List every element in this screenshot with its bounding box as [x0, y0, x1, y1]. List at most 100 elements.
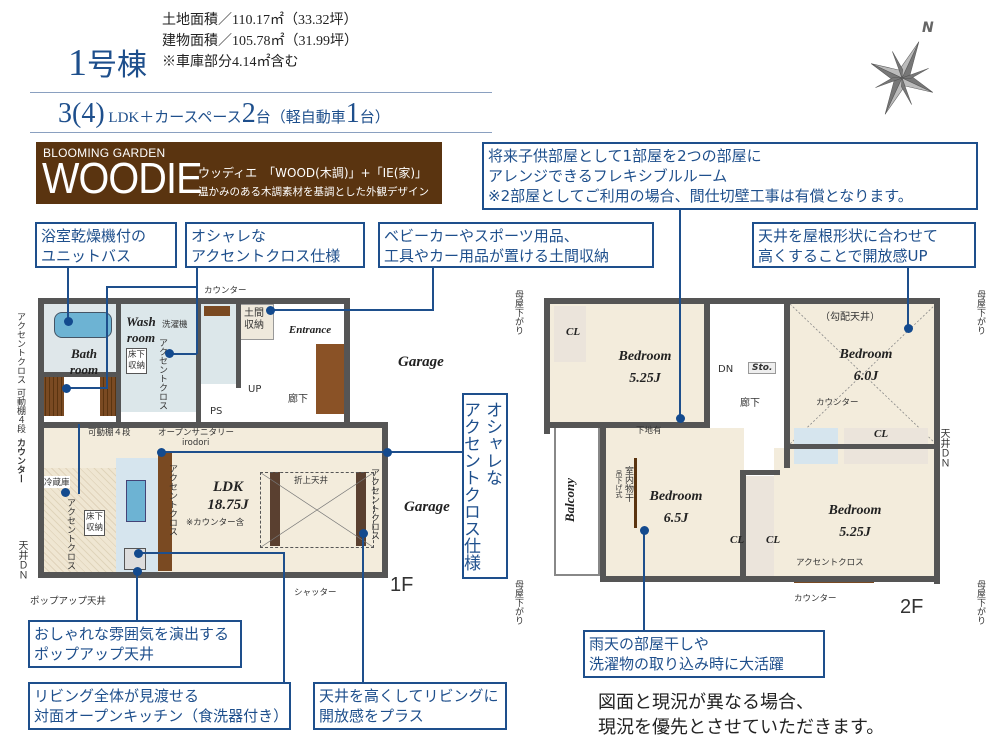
underfloor-storage-1: 床下収納 [126, 348, 148, 374]
marker-dot [134, 549, 143, 558]
label-text: 収納 [86, 523, 104, 533]
wall [38, 422, 388, 428]
wall [38, 572, 388, 578]
callout-text: ※2部屋としてご利用の場合、間仕切壁工事は有償となります。 [488, 187, 913, 205]
marker-dot [133, 567, 142, 576]
leader-line [161, 451, 462, 453]
callout-text: 高くすることで開放感UP [758, 247, 928, 265]
accent-cross-label: アクセントクロス [157, 338, 167, 410]
divider [30, 132, 492, 133]
wall [600, 422, 606, 582]
area-info: 土地面積／110.17㎡（33.32坪） 建物面積／105.78㎡（31.99坪… [162, 10, 358, 73]
wall [382, 422, 388, 578]
wall [38, 372, 118, 377]
label-text: 床下 [128, 350, 146, 360]
label-text: Bedroom [839, 347, 893, 362]
beam [356, 472, 366, 546]
callout-text: 対面オープンキッチン（食洗器付き） [34, 707, 289, 725]
hall-label: 廊下 [740, 398, 760, 409]
counter-icon [204, 306, 230, 316]
callout-text: 浴室乾燥機付の [41, 227, 147, 245]
drying-rod [634, 458, 637, 528]
kitchen-bar-counter [158, 453, 172, 571]
car-note: 台（軽自動車 [255, 110, 346, 126]
callout-text: ベビーカーやスポーツ用品、 [384, 227, 579, 245]
dn-label: DN [718, 364, 734, 375]
callout-accent-cross: オシャレなアクセントクロス仕様 [185, 222, 365, 268]
raised-ceiling [260, 472, 374, 548]
wall [784, 444, 940, 449]
callout-storage: ベビーカーやスポーツ用品、工具やカー用品が置ける土間収納 [378, 222, 654, 268]
roof-down-label: 母屋下がり [513, 290, 523, 335]
sink-icon [126, 480, 146, 522]
counter-label: カウンター [794, 594, 837, 604]
compass-icon: N [860, 20, 950, 120]
label-text: 5.25J [839, 525, 871, 540]
wall [784, 298, 790, 468]
label-text: room [69, 362, 99, 377]
closet-label: CL [766, 534, 781, 546]
storage-door [316, 344, 348, 414]
label-text: 収納 [244, 320, 264, 331]
callout-open-kitchen: リビング全体が見渡せる対面オープンキッチン（食洗器付き） [28, 682, 291, 730]
hall-label: 廊下 [288, 394, 308, 405]
wall [116, 298, 121, 428]
wall [544, 298, 550, 434]
notice-line: 現況を優先とさせていただきます。 [598, 717, 885, 738]
wall [544, 298, 940, 304]
roof-down-label: 母屋下がり [975, 290, 985, 335]
marker-dot [383, 448, 392, 457]
counter-label: カウンター [15, 438, 25, 483]
marker-dot [62, 384, 71, 393]
kcar-count: 1 [345, 98, 360, 129]
callout-text: アレンジできるフレキシブルルーム [488, 167, 728, 185]
leader-line [270, 309, 434, 311]
building-area: 建物面積／105.78㎡（31.99坪） [162, 34, 358, 49]
leader-line [67, 268, 69, 320]
label-text: Bedroom [828, 503, 882, 518]
callout-text: ポップアップ天井 [34, 645, 155, 663]
balcony [554, 426, 600, 576]
callout-text: ユニットバス [41, 247, 132, 265]
irodori-label: irodori [182, 438, 210, 448]
callout-high-ceiling: 天井を高くしてリビングに開放感をプラス [313, 682, 507, 730]
banner-subtitle: BLOOMING GARDEN [43, 146, 166, 160]
building-number: 1号棟 [68, 40, 147, 85]
counter-label: カウンター [204, 286, 247, 296]
callout-text: 天井を高くしてリビングに [319, 687, 499, 705]
callout-text: おしゃれな雰囲気を演出する [34, 625, 230, 643]
shelf-icon [100, 376, 116, 416]
marker-dot [165, 349, 174, 358]
roof-down-label: 母屋下がり [975, 580, 985, 625]
leader-line [66, 387, 108, 389]
marker-dot [266, 306, 275, 315]
leader-line [907, 268, 909, 328]
banner-desc2: 温かみのある木調素材を基調とした外観デザイン [198, 186, 429, 198]
label-text: 18.75J [207, 497, 249, 513]
callout-text: 雨天の部屋干しや [589, 635, 709, 653]
leader-line [106, 286, 108, 388]
wall [38, 298, 44, 578]
shutter-label: シャッター [294, 588, 337, 598]
callout-text: オシャレな [191, 227, 267, 245]
ceiling-dn-label: 天井ＤＮ [938, 428, 949, 468]
counter-label: カウンター [816, 398, 859, 408]
leader-line [106, 286, 196, 288]
woodie-banner: BLOOMING GARDEN WOODIE ウッディエ 「WOOD(木調)」+… [36, 142, 442, 204]
wall [236, 298, 241, 388]
callout-popup-ceiling: おしゃれな雰囲気を演出するポップアップ天井 [28, 620, 242, 668]
leader-line [136, 571, 138, 620]
land-area: 土地面積／110.17㎡（33.32坪） [162, 13, 358, 28]
banner-title: WOODIE [42, 154, 202, 203]
ps-label: PS [210, 406, 223, 417]
roof-down-label: 母屋下がり [513, 580, 523, 625]
callout-text: オシャレな [482, 401, 502, 486]
garage-note: ※車庫部分4.14㎡含む [162, 55, 299, 70]
north-label: N [922, 20, 934, 36]
